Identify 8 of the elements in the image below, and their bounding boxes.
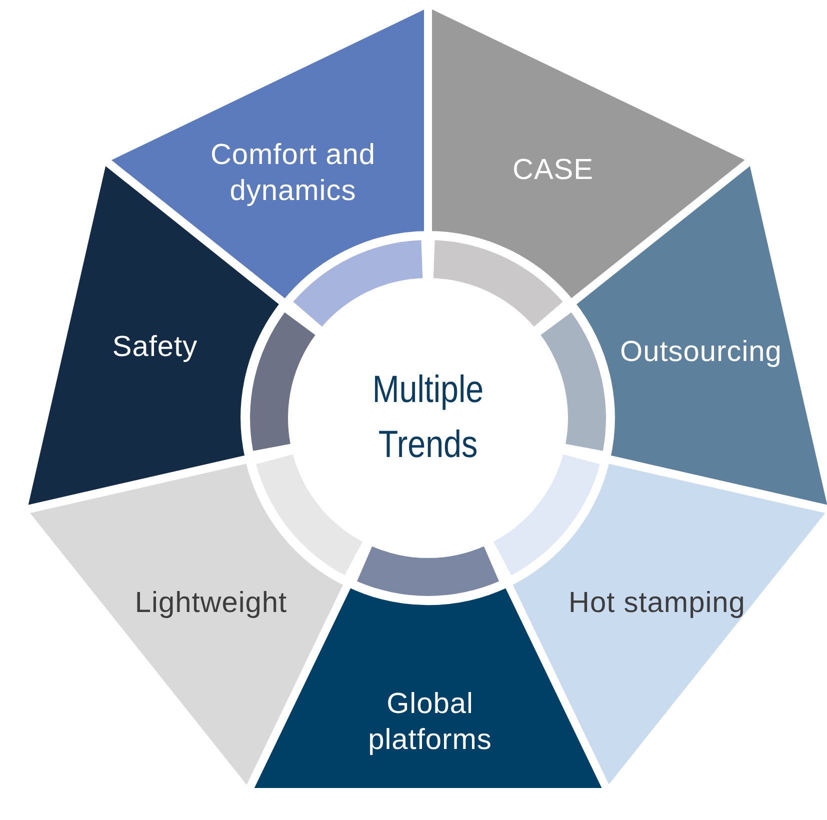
segment-label: CASE	[512, 152, 594, 188]
segment-label: Safety	[111, 330, 199, 365]
segment-label: Comfort and dynamics	[209, 138, 377, 209]
segment-label: Hot stamping	[568, 586, 746, 621]
segment-label: Global platforms	[367, 686, 493, 758]
segment-label: Outsourcing	[619, 334, 783, 370]
center-title: Multiple Trends	[371, 368, 485, 468]
segment-label: Lightweight	[134, 586, 288, 621]
